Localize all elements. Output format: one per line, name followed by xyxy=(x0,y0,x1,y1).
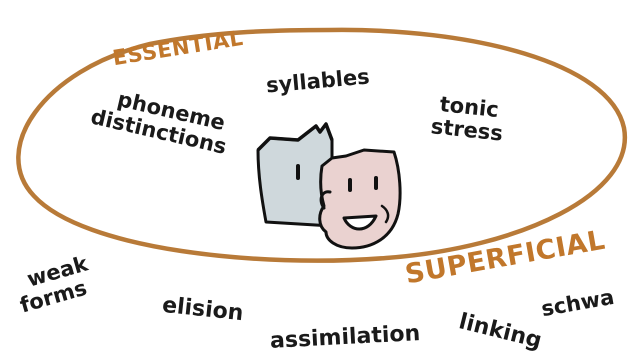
essential-ellipse xyxy=(16,27,628,263)
left-face-eye xyxy=(296,164,300,180)
left-face-hair xyxy=(256,122,334,152)
right-face-mouth xyxy=(342,214,378,231)
right-face-eye-left xyxy=(348,178,352,192)
right-face-cheek xyxy=(380,204,390,224)
right-face xyxy=(318,148,402,250)
two-faces-icon xyxy=(256,122,402,250)
right-face-ear xyxy=(319,190,332,210)
tonic-stress-label: tonic stress xyxy=(430,92,506,145)
right-face-eye-right xyxy=(374,176,378,190)
